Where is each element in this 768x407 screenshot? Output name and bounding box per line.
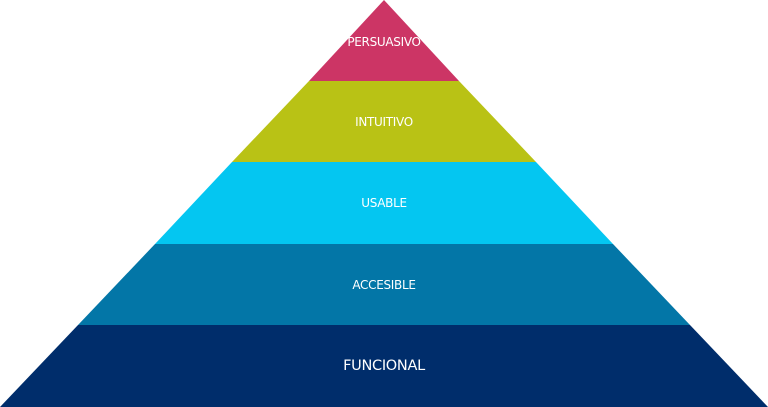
- tier-label-intuitivo: INTUITIVO: [355, 115, 413, 129]
- tier-usable: [155, 162, 613, 244]
- tier-accesible: [78, 244, 690, 325]
- tier-persuasivo: [309, 0, 459, 81]
- tier-label-persuasivo: PERSUASIVO: [347, 35, 420, 49]
- tier-label-accesible: ACCESIBLE: [352, 278, 415, 292]
- tier-intuitivo: [232, 81, 536, 162]
- tier-label-usable: USABLE: [361, 196, 407, 210]
- tier-label-funcional: FUNCIONAL: [343, 358, 425, 374]
- tier-funcional: [0, 325, 768, 407]
